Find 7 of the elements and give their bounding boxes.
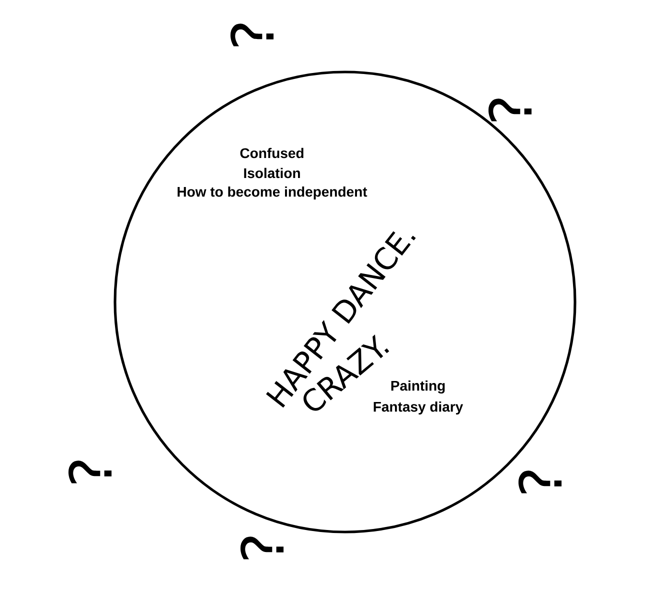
question-mark: ?: [488, 98, 532, 122]
question-mark: ?: [518, 470, 562, 494]
text-line: How to become independent: [178, 186, 368, 200]
text-line: Painting: [391, 380, 445, 394]
text-line: Confused: [240, 148, 304, 158]
circle: [114, 70, 576, 534]
text-line: Isolation: [244, 168, 300, 178]
